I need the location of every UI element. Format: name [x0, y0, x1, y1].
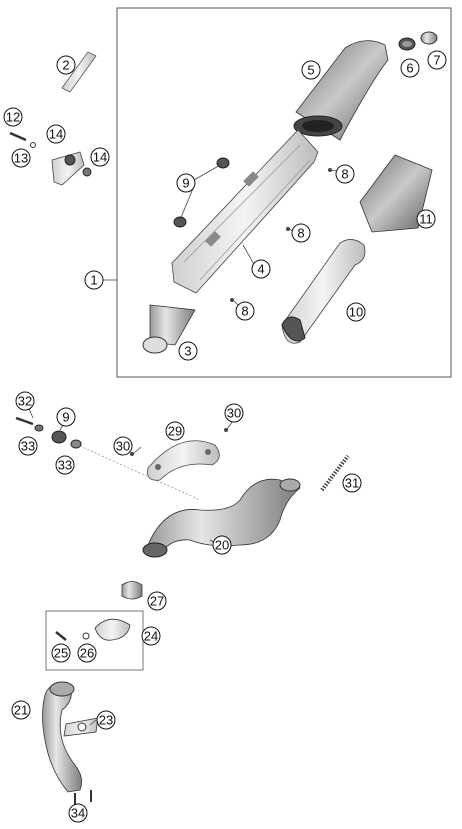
part-8-screws: [230, 168, 332, 302]
callout-30a: 30: [113, 436, 133, 456]
callout-14b: 14: [90, 147, 110, 167]
callout-30b: 30: [224, 403, 244, 423]
callout-8a: 8: [335, 164, 355, 184]
part-5-end-cap: [293, 40, 389, 141]
svg-text:29: 29: [168, 424, 182, 439]
part-7-ring: [420, 31, 438, 45]
callout-29: 29: [165, 421, 185, 441]
svg-text:14: 14: [93, 150, 107, 165]
part-27-sleeve: [121, 581, 143, 600]
svg-text:2: 2: [62, 58, 69, 73]
part-4-silencer-body: [171, 129, 319, 294]
svg-text:8: 8: [341, 167, 348, 182]
callout-21: 21: [11, 700, 31, 720]
svg-text:10: 10: [349, 305, 363, 320]
part-20-mid-pipe: [142, 478, 301, 558]
callout-20: 20: [212, 535, 232, 555]
callout-12: 12: [3, 107, 23, 127]
part-6-mesh: [398, 37, 416, 51]
bracket-assembly: [9, 131, 92, 186]
svg-text:12: 12: [6, 110, 20, 125]
svg-text:31: 31: [345, 476, 359, 491]
callout-5: 5: [301, 60, 321, 80]
callout-11: 11: [416, 209, 436, 229]
part-10-sleeve: [281, 239, 366, 344]
part-11-cover: [359, 154, 433, 233]
callout-8b: 8: [291, 223, 311, 243]
callout-3: 3: [178, 341, 198, 361]
svg-text:8: 8: [241, 304, 248, 319]
callout-1: 1: [84, 270, 104, 290]
svg-text:27: 27: [150, 594, 164, 609]
svg-text:23: 23: [99, 713, 113, 728]
callout-7: 7: [427, 50, 447, 70]
callout-32: 32: [15, 391, 35, 411]
svg-text:11: 11: [419, 212, 433, 227]
callout-33a: 33: [18, 436, 38, 456]
callouts: 1 2 3 4 5 6 7 8 8 8 9 10 11 12 13 14 14 …: [3, 50, 447, 823]
callout-2: 2: [56, 55, 76, 75]
callout-23: 23: [96, 710, 116, 730]
svg-text:32: 32: [18, 394, 32, 409]
svg-text:6: 6: [406, 61, 413, 76]
svg-text:20: 20: [215, 538, 229, 553]
header-hardware: [15, 416, 201, 501]
svg-text:13: 13: [14, 151, 28, 166]
callout-9-upper: 9: [176, 173, 196, 193]
svg-text:30: 30: [116, 439, 130, 454]
svg-text:21: 21: [14, 703, 28, 718]
svg-text:8: 8: [297, 226, 304, 241]
svg-text:14: 14: [49, 127, 63, 142]
callout-13: 13: [11, 148, 31, 168]
part-31-spring: [320, 454, 350, 492]
callout-26: 26: [77, 643, 97, 663]
svg-text:1: 1: [90, 273, 97, 288]
svg-text:7: 7: [433, 53, 440, 68]
svg-text:3: 3: [184, 344, 191, 359]
svg-text:30: 30: [227, 406, 241, 421]
callout-14a: 14: [46, 124, 66, 144]
callout-4: 4: [251, 259, 271, 279]
part-23-gasket: [63, 717, 99, 737]
svg-text:25: 25: [54, 646, 68, 661]
callout-31: 31: [342, 473, 362, 493]
svg-text:33: 33: [58, 458, 72, 473]
callout-25: 25: [51, 643, 71, 663]
svg-text:33: 33: [21, 439, 35, 454]
callout-6: 6: [400, 58, 420, 78]
svg-text:24: 24: [144, 629, 158, 644]
assembly-frame: [116, 7, 452, 378]
svg-text:9: 9: [62, 410, 69, 425]
svg-text:5: 5: [307, 63, 314, 78]
part-29-heat-shield: [147, 440, 220, 481]
part-34-studs: [74, 790, 92, 805]
part-21-header-pipe: [42, 681, 83, 793]
callout-27: 27: [147, 591, 167, 611]
svg-text:34: 34: [71, 806, 85, 821]
callout-34: 34: [68, 803, 88, 823]
part-3-end-piece: [142, 304, 196, 354]
callout-9-lower: 9: [56, 407, 76, 427]
svg-text:9: 9: [182, 176, 189, 191]
svg-text:26: 26: [80, 646, 94, 661]
callout-33b: 33: [55, 455, 75, 475]
part-2-strip: [61, 51, 97, 93]
leader-lines-upper: [103, 163, 338, 306]
callout-10: 10: [346, 302, 366, 322]
callout-24: 24: [141, 626, 161, 646]
svg-text:4: 4: [257, 262, 264, 277]
clamp-kit-parts: [55, 618, 131, 641]
callout-8c: 8: [235, 301, 255, 321]
